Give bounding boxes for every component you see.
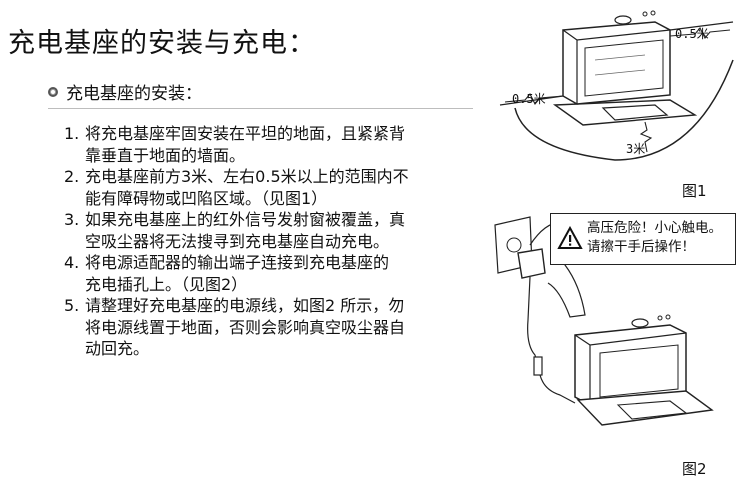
bullet-icon (48, 86, 58, 97)
section-heading: 充电基座的安装： (48, 79, 202, 104)
step-number: 2. (64, 167, 80, 186)
step-line: 靠垂直于地面的墙面。 (85, 145, 246, 165)
step-line: 能有障碍物或凹陷区域。（见图1） (85, 188, 328, 208)
high-voltage-warning: 高压危险！小心触电。 请擦干手后操作！ (550, 213, 736, 265)
dimension-front-label: 3米 (626, 142, 646, 156)
step-number: 4. (64, 253, 80, 272)
warning-line-2: 请擦干手后操作！ (587, 239, 695, 255)
step-text: 将电源适配器的输出端子连接到充电基座的 充电插孔上。（见图2） (85, 252, 464, 295)
step-text: 如果充电基座上的红外信号发射窗被覆盖，真 空吸尘器将无法搜寻到充电基座自动充电。 (85, 209, 464, 252)
page-title: 充电基座的安装与充电： (8, 28, 316, 59)
step-item: 2. 充电基座前方3米、左右0.5米以上的范围内不 能有障碍物或凹陷区域。（见图… (64, 166, 464, 209)
step-line: 请整理好充电基座的电源线，如图2 所示，勿 (85, 296, 405, 315)
step-item: 4. 将电源适配器的输出端子连接到充电基座的 充电插孔上。（见图2） (64, 252, 464, 295)
figure1-dock-clearance-drawing (499, 10, 734, 161)
step-number: 3. (64, 210, 80, 229)
dimension-right-label: 0.5米 (675, 27, 709, 41)
step-line: 充电插孔上。（见图2） (85, 274, 248, 294)
dimension-left-label: 0.5米 (512, 92, 546, 106)
warning-text: 高压危险！小心触电。 请擦干手后操作！ (587, 219, 722, 257)
step-item: 5. 请整理好充电基座的电源线，如图2 所示，勿 将电源线置于地面，否则会影响真… (64, 295, 464, 360)
step-line: 充电基座前方3米、左右0.5米以上的范围内不 (85, 167, 409, 186)
section-heading-text: 充电基座的安装： (66, 84, 202, 104)
step-text: 充电基座前方3米、左右0.5米以上的范围内不 能有障碍物或凹陷区域。（见图1） (85, 166, 464, 209)
installation-steps: 1. 将充电基座牢固安装在平坦的地面，且紧紧背 靠垂直于地面的墙面。 2. 充电… (64, 123, 464, 360)
warning-line-1: 高压危险！小心触电。 (587, 220, 722, 236)
warning-triangle-icon (557, 226, 583, 249)
step-text: 请整理好充电基座的电源线，如图2 所示，勿 将电源线置于地面，否则会影响真空吸尘… (85, 295, 464, 360)
step-line: 将充电基座牢固安装在平坦的地面，且紧紧背 (85, 124, 406, 143)
step-line: 将电源线置于地面，否则会影响真空吸尘器自 (85, 317, 406, 337)
step-text: 将充电基座牢固安装在平坦的地面，且紧紧背 靠垂直于地面的墙面。 (85, 123, 464, 166)
step-item: 1. 将充电基座牢固安装在平坦的地面，且紧紧背 靠垂直于地面的墙面。 (64, 123, 464, 166)
step-item: 3. 如果充电基座上的红外信号发射窗被覆盖，真 空吸尘器将无法搜寻到充电基座自动… (64, 209, 464, 252)
figure2-adapter-connection-drawing (494, 216, 714, 426)
step-line: 将电源适配器的输出端子连接到充电基座的 (85, 253, 390, 272)
step-line: 如果充电基座上的红外信号发射窗被覆盖，真 (85, 210, 406, 229)
figure2-label: 图2 (682, 460, 707, 478)
step-line: 动回充。 (85, 339, 150, 358)
step-line: 空吸尘器将无法搜寻到充电基座自动充电。 (85, 231, 390, 251)
figure1-label: 图1 (682, 182, 707, 200)
step-number: 5. (64, 296, 80, 315)
section-divider (48, 108, 473, 109)
step-number: 1. (64, 124, 80, 143)
